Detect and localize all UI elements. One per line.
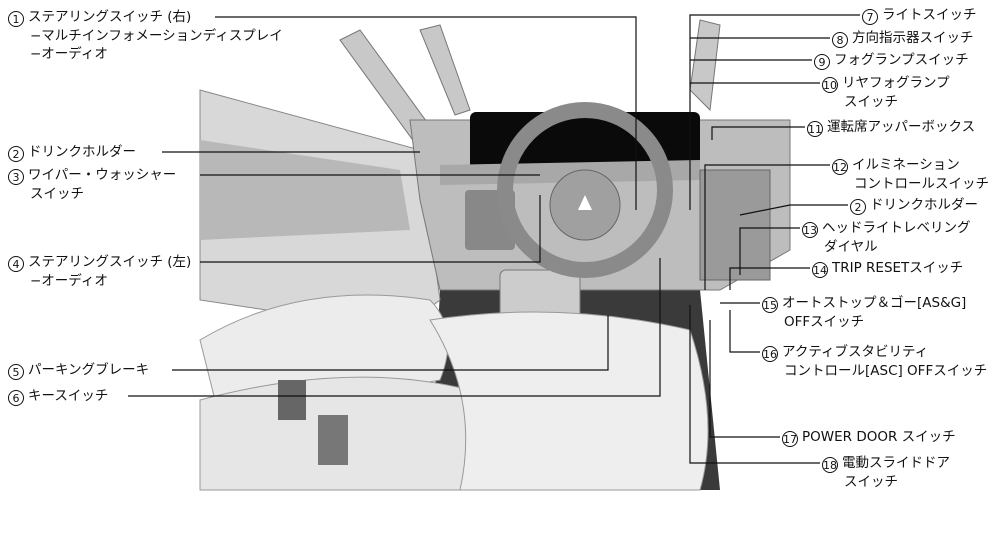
callout-number: 17 — [782, 431, 798, 447]
label-text: POWER DOOR スイッチ — [802, 429, 956, 445]
callout-number: 11 — [807, 121, 823, 137]
label-text: TRIP RESETスイッチ — [832, 260, 964, 276]
label-text: 方向指示器スイッチ — [852, 30, 974, 46]
label-text: スイッチ — [844, 474, 898, 490]
label-text: ダイヤル — [824, 239, 878, 255]
callout-number: 2 — [8, 146, 24, 162]
label-text: 運転席アッパーボックス — [827, 119, 976, 135]
label-text: ステアリングスイッチ (左) — [28, 254, 192, 270]
label-text: キースイッチ — [28, 388, 109, 404]
label-text: OFFスイッチ — [784, 314, 865, 330]
label-text: コントロール[ASC] OFFスイッチ — [784, 363, 988, 379]
label-text: ワイパー・ウォッシャー — [28, 167, 177, 183]
callout-number: 9 — [814, 54, 830, 70]
label-text: ドリンクホルダー — [28, 144, 136, 160]
callout-number: 6 — [8, 390, 24, 406]
callout-number: 18 — [822, 457, 838, 473]
label-text: リヤフォグランプ — [842, 75, 950, 91]
callout-number: 8 — [832, 32, 848, 48]
callout-number: 15 — [762, 297, 778, 313]
label-text: コントロールスイッチ — [854, 176, 989, 192]
label-text: スイッチ — [844, 94, 898, 110]
label-text: アクティブスタビリティ — [782, 344, 929, 360]
callout-number: 1 — [8, 11, 24, 27]
callout-number: 12 — [832, 159, 848, 175]
leader-lines — [128, 14, 860, 464]
label-text: スイッチ — [30, 186, 84, 202]
callout-number: 7 — [862, 9, 878, 25]
callout-number: 14 — [812, 262, 828, 278]
callout-number: 4 — [8, 256, 24, 272]
callout-number: 10 — [822, 77, 838, 93]
label-text: ヘッドライトレベリング — [822, 220, 971, 236]
callout-number: 16 — [762, 346, 778, 362]
label-text: イルミネーション — [852, 157, 960, 173]
label-text: ステアリングスイッチ (右) — [28, 9, 192, 25]
label-text: オートストップ＆ゴー[AS&G] — [782, 295, 967, 311]
callout-number: 13 — [802, 222, 818, 238]
label-text: −オーディオ — [30, 46, 108, 62]
callout-number: 5 — [8, 364, 24, 380]
label-text: ドリンクホルダー — [870, 197, 978, 213]
label-text: 電動スライドドア — [842, 455, 950, 471]
label-text: パーキングブレーキ — [28, 362, 150, 378]
label-text: −マルチインフォメーションディスプレイ — [30, 28, 283, 44]
label-text: ライトスイッチ — [882, 7, 977, 23]
callout-number: 2 — [850, 199, 866, 215]
label-text: −オーディオ — [30, 273, 108, 289]
callout-number: 3 — [8, 169, 24, 185]
label-text: フォグランプスイッチ — [834, 52, 969, 68]
